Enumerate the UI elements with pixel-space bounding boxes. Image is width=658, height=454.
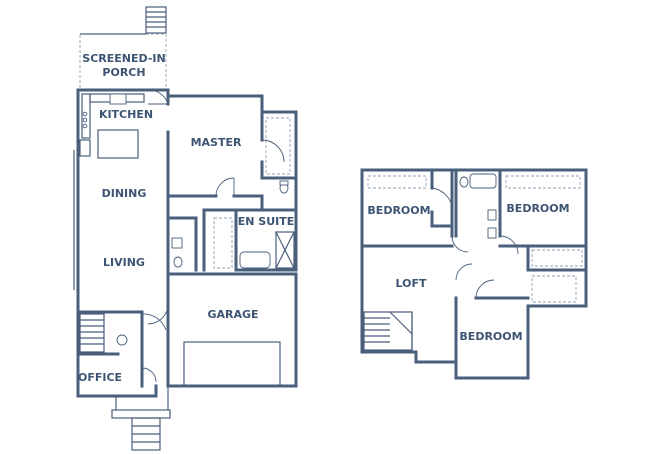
- front-stairs: [111, 386, 171, 451]
- room-label-en-suite: EN SUITE: [238, 215, 295, 228]
- upper-interior-walls: [360, 168, 588, 364]
- room-label-dining: DINING: [102, 187, 147, 200]
- room-label-master: MASTER: [191, 136, 242, 149]
- room-label-office: OFFICE: [78, 371, 122, 384]
- room-label-bedroom-left: BEDROOM: [367, 204, 430, 217]
- porch-stairs: [145, 6, 167, 34]
- room-label-kitchen: KITCHEN: [99, 108, 153, 121]
- room-label-bedroom-bottom: BEDROOM: [459, 330, 522, 343]
- screened-porch-walls: [79, 33, 167, 88]
- room-label-garage: GARAGE: [207, 308, 258, 321]
- room-label-porch-line1: SCREENED-IN: [82, 52, 165, 65]
- upper-floor-plan: BEDROOM BEDROOM LOFT BEDROOM: [360, 168, 588, 380]
- room-label-porch-line2: PORCH: [102, 66, 145, 79]
- upper-exterior-walls: [360, 168, 588, 380]
- main-floor-plan: SCREENED-IN PORCH KITCHEN MASTER DINING …: [73, 6, 298, 451]
- room-label-living: LIVING: [103, 256, 145, 269]
- room-label-bedroom-right: BEDROOM: [506, 202, 569, 215]
- room-label-loft: LOFT: [396, 277, 427, 290]
- main-interior-walls: [73, 89, 298, 388]
